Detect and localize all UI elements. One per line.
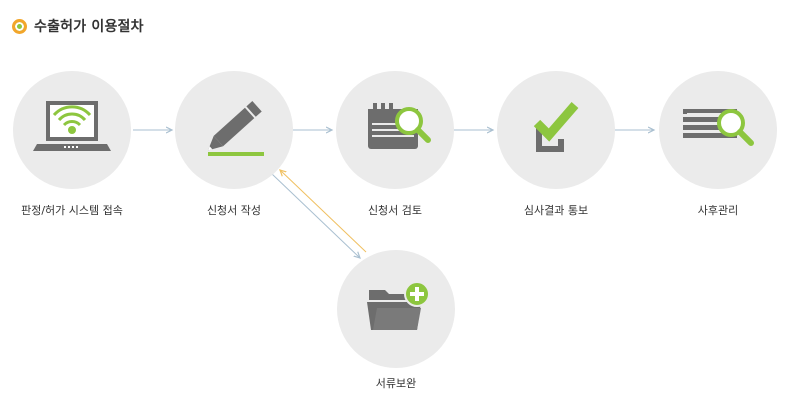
section-title: 수출허가 이용절차 bbox=[12, 16, 144, 36]
step-result-notice bbox=[497, 71, 615, 189]
step-label: 서류보완 bbox=[375, 377, 417, 390]
step-system-access bbox=[13, 71, 131, 189]
notepad-magnifier-icon bbox=[368, 103, 431, 149]
step-supplement-docs bbox=[337, 250, 455, 368]
checkbox-check-icon bbox=[533, 102, 579, 152]
page-title: 수출허가 이용절차 bbox=[34, 19, 144, 35]
step-label: 판정/허가 시스템 접속 bbox=[21, 204, 123, 217]
step-application-review bbox=[336, 71, 454, 189]
step-label: 신청서 검토 bbox=[367, 204, 423, 217]
step-follow-up bbox=[659, 71, 777, 189]
step-label: 신청서 작성 bbox=[206, 204, 262, 217]
bullet-icon bbox=[12, 18, 27, 34]
step-label: 사후관리 bbox=[697, 204, 739, 217]
laptop-wifi-icon bbox=[33, 101, 111, 151]
documents-magnifier-icon bbox=[683, 109, 754, 146]
step-label: 심사결과 통보 bbox=[523, 204, 589, 217]
pencil-icon bbox=[207, 101, 264, 156]
step-application-write bbox=[175, 71, 293, 189]
folder-add-icon bbox=[367, 281, 430, 330]
